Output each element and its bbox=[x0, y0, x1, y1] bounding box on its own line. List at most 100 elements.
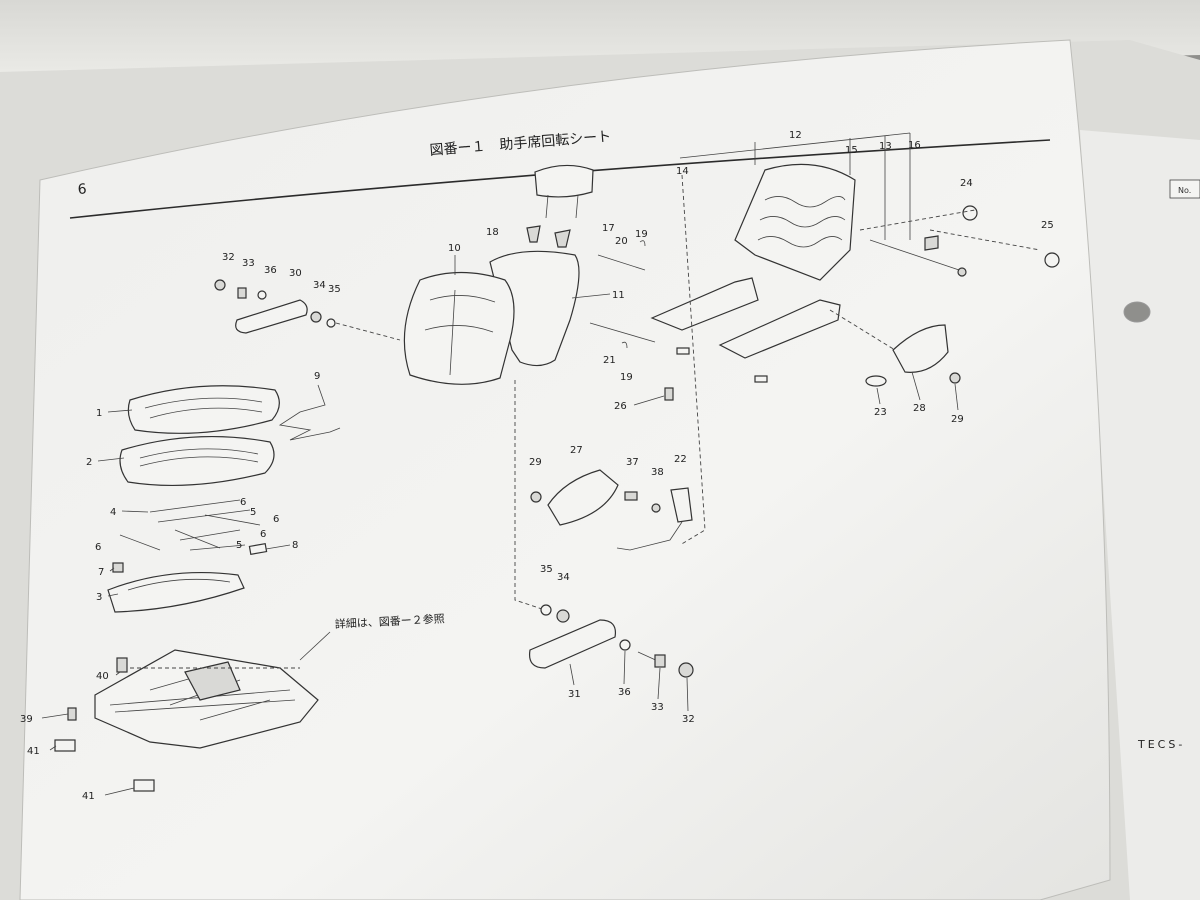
cushion-frame-2 bbox=[119, 435, 275, 487]
seat-back-group bbox=[403, 164, 656, 611]
callout-34b: 34 bbox=[557, 572, 570, 583]
leader-8 bbox=[265, 544, 291, 550]
callout-27: 27 bbox=[570, 445, 583, 456]
cushion-pad-1 bbox=[127, 385, 280, 434]
cushion-pad-1-seam bbox=[144, 397, 263, 419]
callout-9: 9 bbox=[314, 371, 320, 382]
leader-26 bbox=[633, 395, 665, 406]
nut-32-top bbox=[214, 279, 226, 291]
washer-36-low bbox=[619, 639, 631, 651]
washer-35-top bbox=[326, 318, 336, 328]
armrest-30 bbox=[235, 299, 308, 334]
callout-10: 10 bbox=[448, 243, 461, 254]
back-frame-12 bbox=[734, 163, 856, 281]
callout-20: 20 bbox=[615, 236, 628, 247]
cover-27 bbox=[547, 469, 619, 526]
guide-17 bbox=[554, 229, 571, 248]
spring-wires bbox=[119, 499, 261, 551]
leader-33b bbox=[657, 667, 661, 700]
headrest-stays bbox=[545, 194, 579, 219]
leader-29a bbox=[954, 383, 959, 411]
callout-17: 17 bbox=[602, 223, 615, 234]
clip-7 bbox=[112, 562, 124, 573]
leader-40 bbox=[115, 671, 121, 676]
callout-33a: 33 bbox=[242, 258, 255, 269]
bracket-16 bbox=[924, 235, 939, 251]
next-page-tab: No. bbox=[1178, 186, 1191, 195]
wire-21 bbox=[589, 322, 656, 343]
callout-38: 38 bbox=[651, 467, 664, 478]
recliner-15 bbox=[718, 299, 841, 359]
header-rule bbox=[69, 139, 1051, 219]
leader-41b bbox=[104, 787, 135, 796]
callout-22: 22 bbox=[674, 454, 687, 465]
seat-back-rear-11 bbox=[489, 250, 580, 367]
recliner-14 bbox=[650, 277, 759, 331]
leader-4 bbox=[121, 510, 149, 513]
leader-3 bbox=[107, 593, 119, 597]
bolt-26 bbox=[664, 387, 674, 401]
callout-12: 12 bbox=[789, 130, 802, 141]
callout-26: 26 bbox=[614, 401, 627, 412]
clip-19-top bbox=[639, 240, 646, 247]
cover-28 bbox=[892, 324, 949, 373]
leader-28 bbox=[911, 371, 921, 401]
leader-11 bbox=[571, 293, 611, 299]
callout-8: 8 bbox=[292, 540, 298, 551]
callout-11: 11 bbox=[612, 290, 625, 301]
clip-19-bottom bbox=[621, 341, 628, 349]
back-frame-springs bbox=[757, 196, 846, 248]
callout-34a: 34 bbox=[313, 280, 326, 291]
callout-7: 7 bbox=[98, 567, 104, 578]
callout-23: 23 bbox=[874, 407, 887, 418]
bolt-33-low-head bbox=[654, 654, 666, 668]
next-page-tab-box bbox=[1169, 179, 1200, 199]
callout-19a: 19 bbox=[635, 229, 648, 240]
swivel-base-mechanism bbox=[184, 661, 241, 701]
leader-36b bbox=[623, 650, 626, 685]
callout-14: 14 bbox=[676, 166, 689, 177]
callout-5b: 5 bbox=[236, 540, 242, 551]
callout-16: 16 bbox=[908, 140, 921, 151]
bolt-40 bbox=[116, 657, 128, 673]
callout-3: 3 bbox=[96, 592, 102, 603]
leader-7 bbox=[109, 567, 115, 572]
leader-31 bbox=[569, 663, 575, 686]
leader-1 bbox=[107, 409, 133, 413]
lower-center-group bbox=[528, 469, 694, 678]
callout-13: 13 bbox=[879, 141, 892, 152]
pad-15-below bbox=[754, 375, 768, 383]
pad-8 bbox=[248, 542, 268, 556]
cushion-frame-2-seam bbox=[139, 448, 259, 467]
seat-back-cover-10 bbox=[403, 271, 515, 385]
detail-note-leader bbox=[299, 631, 331, 661]
screw-29-low bbox=[530, 491, 542, 503]
rod-13 bbox=[869, 239, 966, 273]
callout-24: 24 bbox=[960, 178, 973, 189]
callout-41a: 41 bbox=[27, 746, 40, 757]
callout-4: 4 bbox=[110, 507, 116, 518]
callout-18: 18 bbox=[486, 227, 499, 238]
callout-32b: 32 bbox=[682, 714, 695, 725]
armrest-31 bbox=[528, 619, 617, 669]
leader-39 bbox=[41, 713, 69, 719]
callout-41b: 41 bbox=[82, 791, 95, 802]
bolt-39 bbox=[67, 707, 77, 721]
callout-35b: 35 bbox=[540, 564, 553, 575]
rod-13-end bbox=[957, 267, 967, 277]
nut-34-top bbox=[310, 311, 322, 323]
callout-32a: 32 bbox=[222, 252, 235, 263]
callout-6b: 6 bbox=[273, 514, 279, 525]
right-page bbox=[1080, 130, 1200, 900]
leader-23 bbox=[876, 387, 881, 405]
callout-30: 30 bbox=[289, 268, 302, 279]
callout-21: 21 bbox=[603, 355, 616, 366]
seat-cushion-group bbox=[107, 384, 341, 613]
nut-34-low bbox=[556, 609, 570, 623]
nut-38 bbox=[651, 503, 661, 513]
back-frame-group bbox=[650, 132, 1060, 546]
callout-29b: 29 bbox=[529, 457, 542, 468]
callout-40: 40 bbox=[96, 671, 109, 682]
callout-leaders bbox=[41, 255, 959, 796]
